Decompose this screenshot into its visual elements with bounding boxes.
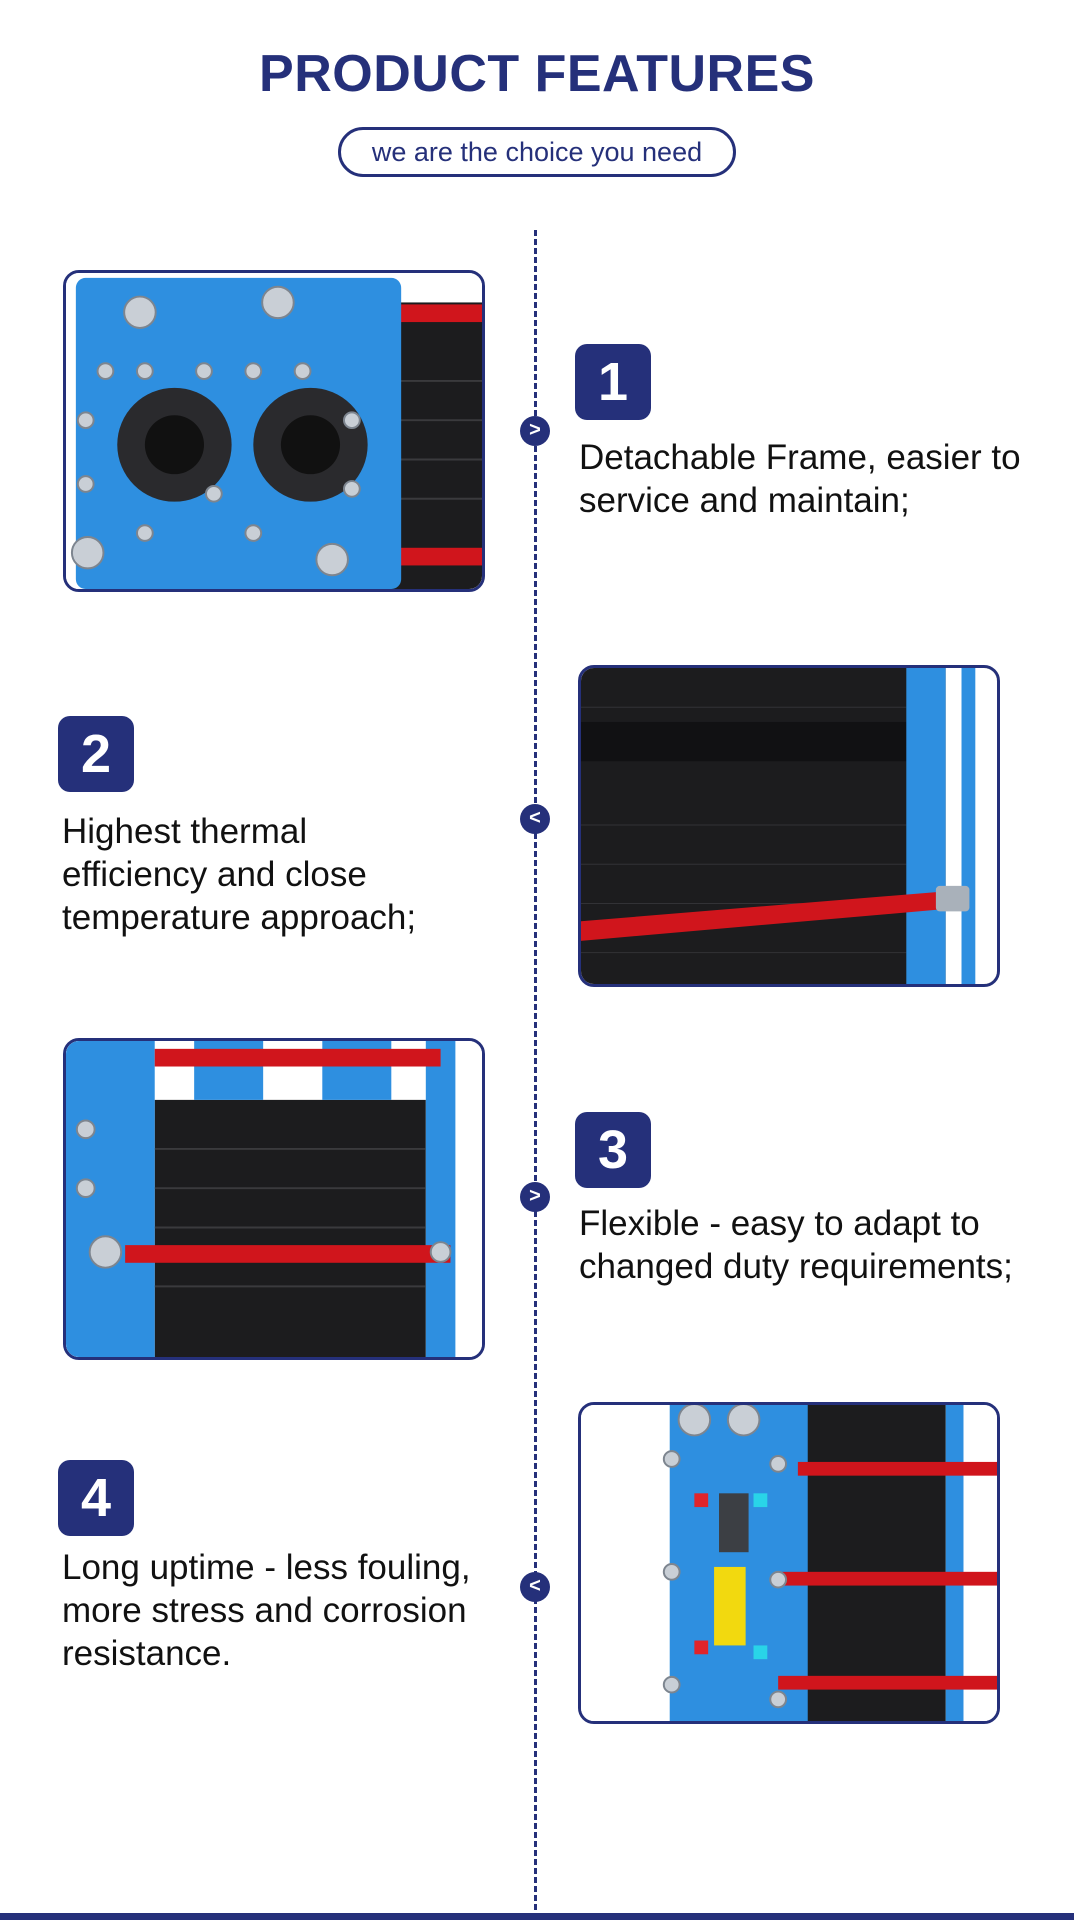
feature-2-text: Highest thermal efficiency and close tem…: [62, 812, 417, 937]
chevron-left-icon: <: [529, 1575, 541, 1597]
tagline-pill: we are the choice you need: [338, 127, 736, 177]
timeline-arrow-3: >: [520, 1182, 550, 1212]
bottom-rule: [0, 1913, 1074, 1920]
feature-4-photo: [578, 1402, 1000, 1724]
feature-1-number-badge: 1: [575, 344, 651, 420]
feature-3-number-badge: 3: [575, 1112, 651, 1188]
timeline-arrow-2: <: [520, 804, 550, 834]
full-unit-image: [581, 1405, 997, 1721]
feature-2-photo: [578, 665, 1000, 987]
chevron-left-icon: <: [529, 807, 541, 829]
timeline-divider: [534, 230, 537, 1910]
frame-side-image: [66, 1041, 482, 1357]
page-title: PRODUCT FEATURES: [259, 45, 815, 103]
feature-4-text: Long uptime - less fouling, more stress …: [62, 1548, 471, 1673]
plate-pack-image: [581, 668, 997, 984]
timeline-arrow-1: >: [520, 416, 550, 446]
feature-3-photo: [63, 1038, 485, 1360]
chevron-right-icon: >: [529, 419, 541, 441]
chevron-right-icon: >: [529, 1185, 541, 1207]
feature-3-text: Flexible - easy to adapt to changed duty…: [579, 1204, 1013, 1286]
heat-exchanger-frame-image: [66, 273, 482, 589]
feature-1-text: Detachable Frame, easier to service and …: [579, 438, 1021, 520]
feature-1-photo: [63, 270, 485, 592]
feature-4-number-badge: 4: [58, 1460, 134, 1536]
timeline-arrow-4: <: [520, 1572, 550, 1602]
feature-2-number-badge: 2: [58, 716, 134, 792]
